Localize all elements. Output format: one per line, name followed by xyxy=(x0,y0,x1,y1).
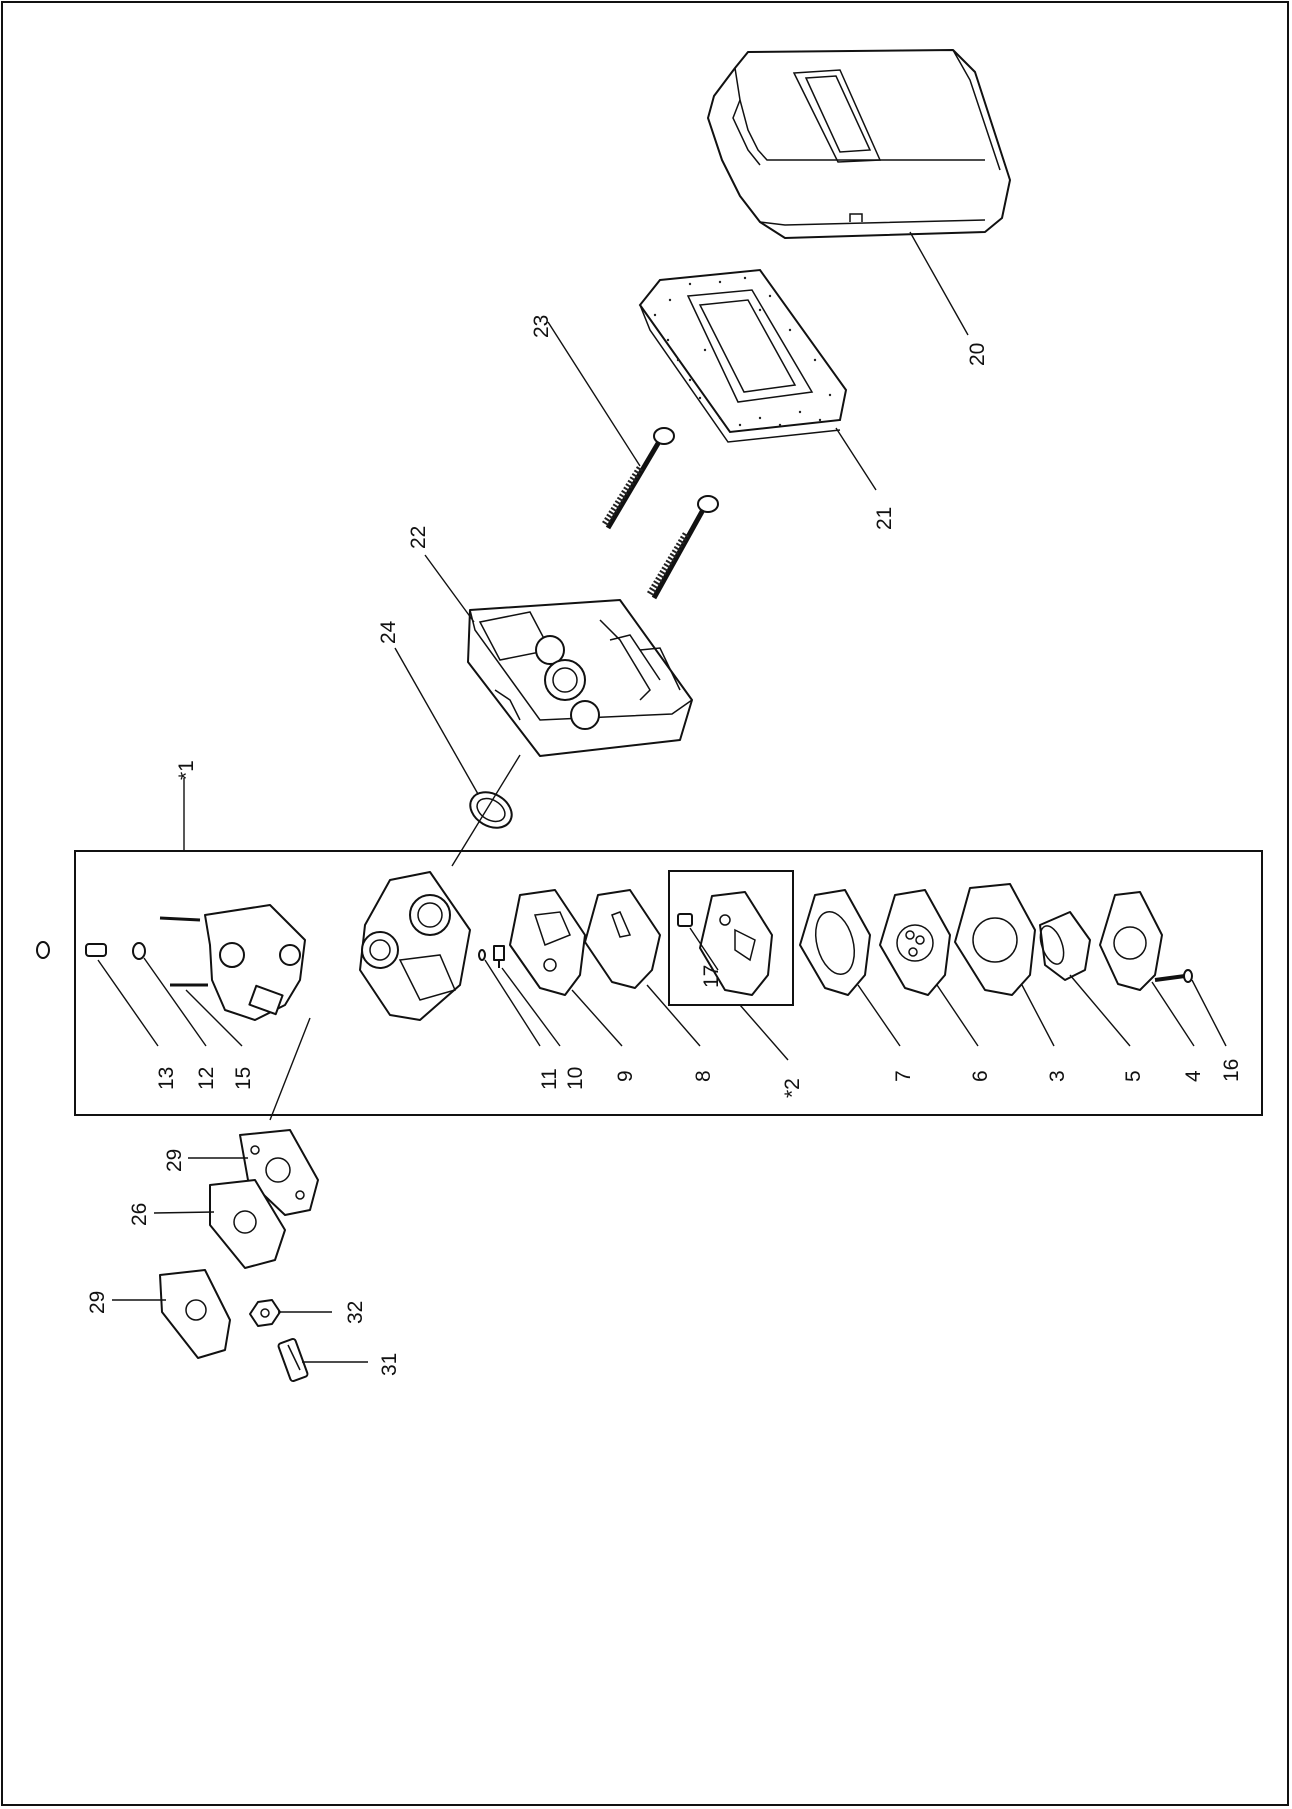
diaphragm-gasket-part xyxy=(799,889,871,996)
callout-16: 16 xyxy=(1220,1059,1243,1082)
needle-screw-part xyxy=(493,945,505,968)
throttle-lever-assembly-part xyxy=(159,904,306,1021)
insulator-part xyxy=(209,1179,286,1269)
foam-filter-part xyxy=(638,268,848,443)
callout-7: 7 xyxy=(892,1070,915,1082)
leader-lines xyxy=(97,231,1227,1363)
callout-26: 26 xyxy=(128,1203,151,1226)
callout-31: 31 xyxy=(378,1353,401,1376)
callout-23: 23 xyxy=(530,315,553,338)
plug-part xyxy=(677,913,693,927)
callout-labels: 20 21 23 22 24 *1 13 12 15 11 10 9 8 17 … xyxy=(86,315,1243,1376)
callout-11: 11 xyxy=(538,1068,561,1090)
callout-13: 13 xyxy=(155,1067,178,1090)
callout-10: 10 xyxy=(564,1067,587,1090)
o-ring-part xyxy=(469,791,513,829)
callout-22: 22 xyxy=(407,526,430,549)
carburetor-body-part xyxy=(359,871,471,1021)
assembly-box-2 xyxy=(668,870,794,1006)
small-washer-part xyxy=(36,941,50,959)
assembly-box-1 xyxy=(74,850,1263,1116)
callout-17: 17 xyxy=(700,965,723,988)
pump-cover-part xyxy=(509,889,586,996)
primer-retainer-part xyxy=(1099,891,1163,991)
air-cleaner-case-part xyxy=(467,599,693,757)
callout-3: 3 xyxy=(1046,1070,1069,1082)
callout-12: 12 xyxy=(195,1067,218,1090)
air-cleaner-cover-part xyxy=(707,49,1011,239)
stud-bolt-part xyxy=(277,1337,309,1383)
pump-gasket-part xyxy=(584,889,661,989)
callout-9: 9 xyxy=(614,1070,637,1082)
callout-6: 6 xyxy=(969,1070,992,1082)
callout-8: 8 xyxy=(692,1070,715,1082)
callout-32: 32 xyxy=(344,1301,367,1324)
callout-21: 21 xyxy=(873,507,896,530)
callout-29-upper: 29 xyxy=(163,1149,186,1172)
long-screw-part xyxy=(602,427,719,600)
callout-15: 15 xyxy=(232,1067,255,1090)
cover-screw-part xyxy=(1154,969,1193,983)
nut-part xyxy=(249,1299,281,1327)
washer-part xyxy=(132,942,146,960)
callout-29-lower: 29 xyxy=(86,1291,109,1314)
diaphragm-part xyxy=(879,889,951,996)
metering-cover-part xyxy=(954,883,1036,996)
callout-24: 24 xyxy=(377,620,400,644)
primer-bulb-part xyxy=(1039,911,1091,981)
callout-star-2: *2 xyxy=(781,1078,804,1098)
callout-4: 4 xyxy=(1182,1070,1205,1082)
callout-5: 5 xyxy=(1122,1070,1145,1082)
adjust-screw-part xyxy=(85,943,107,957)
insulator-gasket-lower-part xyxy=(159,1269,231,1359)
callout-star-1: *1 xyxy=(175,760,198,780)
callout-20: 20 xyxy=(966,343,989,366)
small-o-ring-part xyxy=(478,949,486,961)
